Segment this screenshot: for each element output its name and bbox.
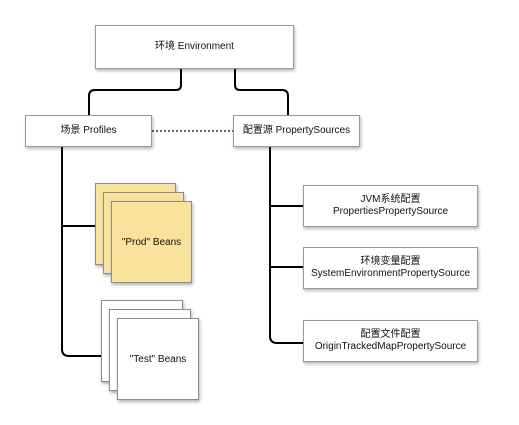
test-beans-label: "Test" Beans — [129, 353, 187, 365]
property-source-env-title: 环境变量配置 — [360, 256, 421, 267]
property-source-env-class: SystemEnvironmentPropertySource — [311, 268, 470, 279]
environment-label: 环境 Environment — [155, 41, 234, 52]
property-sources-node: 配置源 PropertySources — [233, 115, 360, 147]
property-sources-label: 配置源 PropertySources — [242, 125, 351, 136]
test-beans-card-front: "Test" Beans — [117, 318, 199, 400]
prod-beans-card-front: "Prod" Beans — [111, 201, 192, 283]
property-source-jvm-node: JVM系统配置 PropertiesPropertySource — [303, 185, 478, 227]
profiles-node: 场景 Profiles — [25, 115, 152, 147]
property-source-jvm-title: JVM系统配置 — [360, 194, 421, 205]
property-source-file-title: 配置文件配置 — [360, 329, 421, 340]
connector-environment-propertysources — [234, 69, 289, 115]
property-source-file-node: 配置文件配置 OriginTrackedMapPropertySource — [303, 320, 478, 362]
property-source-env-node: 环境变量配置 SystemEnvironmentPropertySource — [303, 247, 478, 289]
connector-propertysources-sources — [269, 147, 303, 344]
prod-beans-label: "Prod" Beans — [121, 236, 182, 248]
environment-node: 环境 Environment — [95, 25, 294, 69]
profiles-label: 场景 Profiles — [60, 125, 117, 136]
connector-profiles-beans — [61, 147, 101, 357]
connector-environment-profiles — [88, 69, 182, 115]
property-source-file-class: OriginTrackedMapPropertySource — [314, 341, 467, 352]
property-source-jvm-class: PropertiesPropertySource — [332, 206, 449, 217]
